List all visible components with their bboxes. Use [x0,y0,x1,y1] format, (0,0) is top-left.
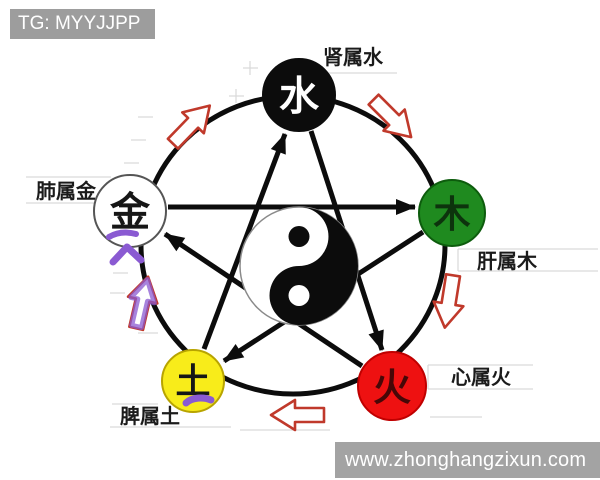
element-char-water: 水 [279,73,320,120]
element-circle-water [262,58,336,132]
purple-annotations [106,229,215,407]
element-char-fire: 火 [373,365,411,410]
watermark-bottom-text: www.zhonghangzixun.com [345,448,587,471]
watermark-top: TG: MYYJJPP [10,9,155,39]
gen-arrow-wood-to-fire [432,272,465,329]
generating-arrows [126,93,465,432]
yin-yang-icon [239,206,359,326]
element-label-earth: 脾属土 [120,404,180,428]
gen-arrow-water-to-wood [367,93,413,139]
watermark-bottom: www.zhonghangzixun.com [335,442,600,478]
element-label-water: 肾属水 [323,45,384,69]
element-char-wood: 木 [434,192,471,236]
gen-arrow-fire-to-earth [269,398,326,432]
element-char-metal: 金 [109,189,151,236]
gen-arrow-metal-to-water [166,104,212,150]
element-label-fire: 心属火 [451,365,512,389]
gen-arrow-earth-to-metal-highlighted [126,275,159,332]
arrow-earth-to-water [201,133,288,350]
element-label-wood: 肝属木 [477,249,538,273]
purple-underline-earth [182,394,215,407]
element-circle-wood [418,179,486,247]
watermark-top-text: TG: MYYJJPP [18,13,141,34]
purple-chevron-metal [109,243,145,266]
guide-marks [26,61,598,431]
element-label-metal: 肺属金 [36,179,97,203]
element-circle-fire [357,351,427,421]
purple-underline-metal [106,229,139,240]
